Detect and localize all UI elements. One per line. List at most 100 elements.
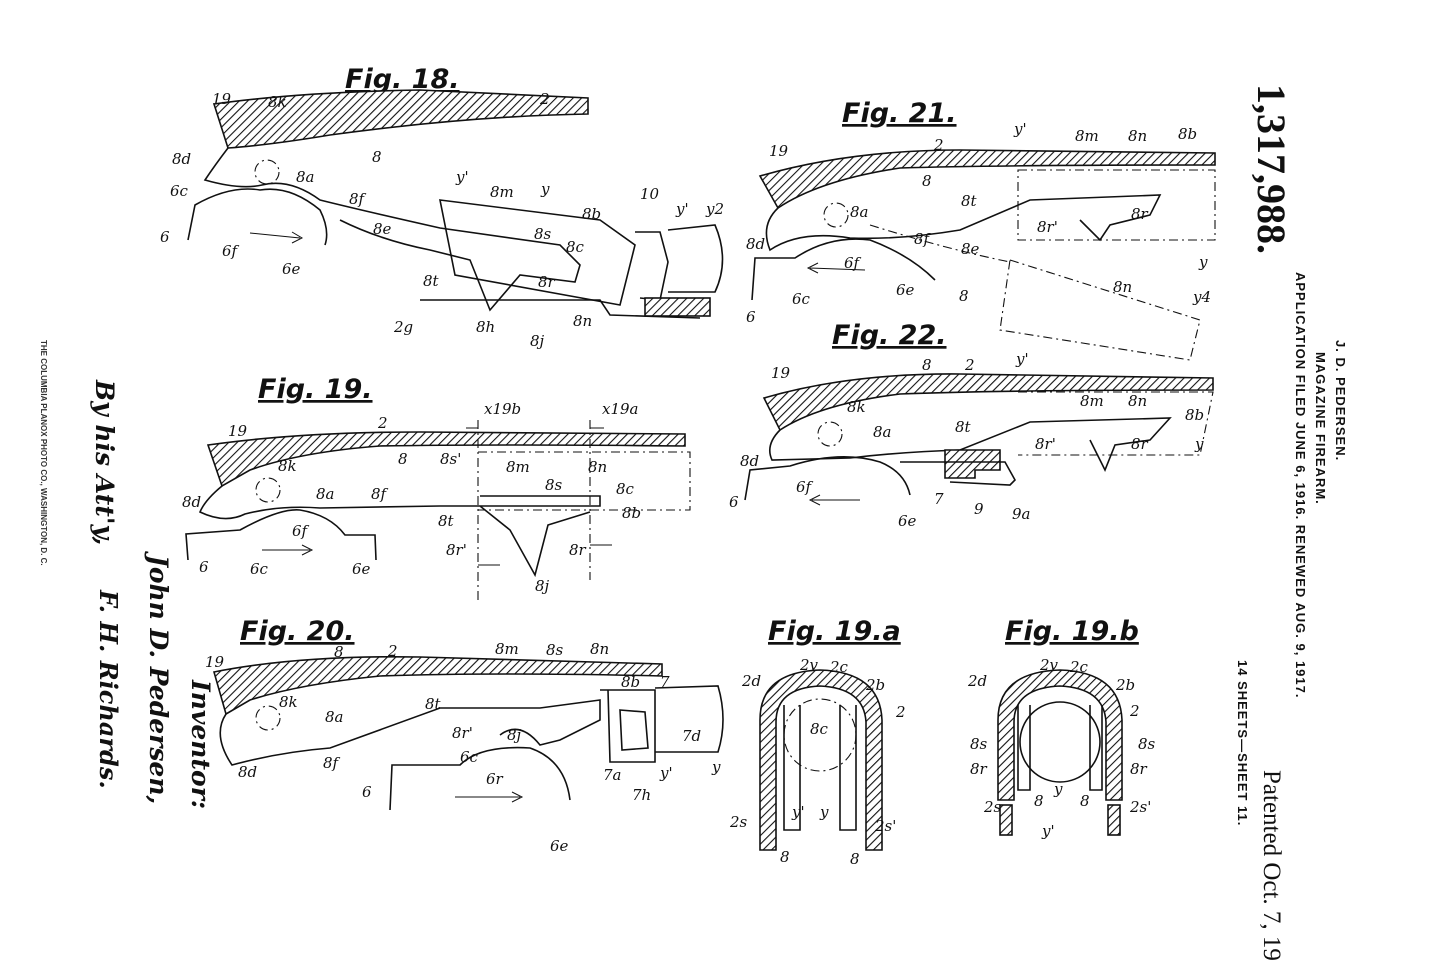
part-label: 2b xyxy=(865,676,885,694)
part-label: 6e xyxy=(282,260,301,278)
part-label: 19 xyxy=(205,653,225,671)
breech-bolt-outline xyxy=(765,194,1162,252)
figure-19b-labels: 2d 2v 2c 2b 2 8s 8s 8r 8r 2s 8 y 8 2s' y… xyxy=(967,656,1156,840)
part-label: y2 xyxy=(705,200,724,218)
part-label: 8 xyxy=(398,450,408,468)
part-label: 2 xyxy=(539,90,550,108)
figure-22-labels: 19 8 2 y' 8m 8n 8b 8k 8a 8t 8r' 8r y 8d … xyxy=(729,350,1204,530)
part-label: 8b xyxy=(582,205,601,223)
part-label: y' xyxy=(675,200,689,218)
bolt-sides xyxy=(1017,705,1103,791)
part-label: y4 xyxy=(1192,288,1211,306)
patented-date: Patented Oct. 7, 1919. xyxy=(1258,770,1285,961)
part-label: 6e xyxy=(898,512,917,530)
part-label: 8t xyxy=(438,512,455,530)
part-label: 8c xyxy=(566,238,585,256)
figure-title: Fig. 22. xyxy=(832,320,947,351)
part-label: 9a xyxy=(1012,505,1031,523)
part-label: y xyxy=(711,758,721,776)
figure-22: Fig. 22. xyxy=(744,320,1214,506)
part-label: 8a xyxy=(296,168,315,186)
part-label: 8 xyxy=(922,356,932,374)
patent-footer: THE COLUMBIA PLANOX PHOTO CO., WASHINGTO… xyxy=(39,340,215,809)
follower-9 xyxy=(900,461,1016,486)
part-label: 8h xyxy=(476,318,495,336)
barrel-receiver-top xyxy=(762,373,1214,432)
part-label: 7 xyxy=(660,673,670,691)
part-label: 7a xyxy=(603,766,622,784)
part-label: 8b xyxy=(1185,406,1204,424)
barrel-receiver-top xyxy=(758,149,1216,210)
magazine-lock-7 xyxy=(944,449,1001,479)
bolt-sides xyxy=(783,705,857,831)
part-label: 8r xyxy=(1131,435,1149,453)
part-label: 8m xyxy=(1080,392,1104,410)
figure-title: Fig. 19. xyxy=(258,374,373,405)
part-label: y xyxy=(540,180,550,198)
part-label: 8m xyxy=(495,640,519,658)
breech-bolt-outline xyxy=(219,699,601,766)
arrow xyxy=(262,544,314,556)
part-label: 8f xyxy=(914,230,932,248)
pivot-circle xyxy=(255,477,281,503)
patent-number: 1,317,988. xyxy=(1249,84,1294,254)
part-label: 8n xyxy=(1128,392,1147,410)
breech-bolt-outline xyxy=(198,485,601,578)
cartridge-10 xyxy=(635,224,724,301)
part-label: y' xyxy=(1013,120,1027,138)
arrow xyxy=(808,494,860,506)
part-label: 2v xyxy=(799,656,819,674)
arrow xyxy=(249,231,304,244)
pivot-circle xyxy=(823,202,849,228)
part-label: 8a xyxy=(850,203,869,221)
slide-outline xyxy=(478,451,691,511)
part-label: y' xyxy=(455,168,469,186)
part-label: 8c xyxy=(616,480,635,498)
part-label: 6c xyxy=(792,290,811,308)
section-arrows xyxy=(466,427,612,566)
part-label: 8d xyxy=(740,452,759,470)
lug-right xyxy=(1107,804,1121,836)
part-label: 6f xyxy=(222,242,240,260)
slide-outline-y xyxy=(1018,391,1214,456)
section-label: x19b xyxy=(484,400,521,418)
part-label: 6f xyxy=(292,522,310,540)
barrel-receiver-top xyxy=(212,656,663,716)
part-label: 8b xyxy=(621,673,640,691)
part-label: y' xyxy=(791,803,805,821)
part-label: 8k xyxy=(278,457,297,475)
frame-6 xyxy=(751,238,936,301)
part-label: 8r xyxy=(569,541,587,559)
part-label: 8 xyxy=(780,848,790,866)
receiver-section xyxy=(997,669,1123,801)
inventor-label: Inventor: xyxy=(186,679,215,809)
part-label: 8r xyxy=(538,273,556,291)
part-label: 8f xyxy=(323,754,341,772)
figure-19-labels: x19b x19a 19 2 8k 8 8s' 8m 8s 8n 8c 8d 8… xyxy=(182,400,641,595)
receiver-bottom xyxy=(420,299,701,319)
magazine-7 xyxy=(600,685,724,763)
part-label: 8d xyxy=(182,493,201,511)
part-label: 6e xyxy=(352,560,371,578)
part-label: 8a xyxy=(325,708,344,726)
part-label: 8r xyxy=(1130,760,1148,778)
part-label: 8m xyxy=(506,458,530,476)
lug-left xyxy=(999,804,1013,836)
figure-19a-labels: 2d 2v 2c 2b 2 8c 2s y' y 2s' 8 8 xyxy=(729,656,906,868)
part-label: 8r' xyxy=(1037,218,1058,236)
cartridge-circle xyxy=(1019,701,1101,783)
part-label: 8j xyxy=(535,577,550,595)
part-label: 8a xyxy=(873,423,892,441)
frame-6 xyxy=(185,509,377,561)
figure-20: Fig. 20. xyxy=(212,616,724,811)
part-label: 8k xyxy=(268,93,287,111)
pivot-circle xyxy=(817,421,843,447)
part-label: 6 xyxy=(362,783,372,801)
part-label: 2 xyxy=(1129,702,1140,720)
part-label: y' xyxy=(1041,822,1055,840)
part-label: 8 xyxy=(922,172,932,190)
part-label: 2d xyxy=(741,672,761,690)
attorney-signature: F. H. Richards. xyxy=(94,589,123,789)
part-label: 2s' xyxy=(874,817,896,835)
